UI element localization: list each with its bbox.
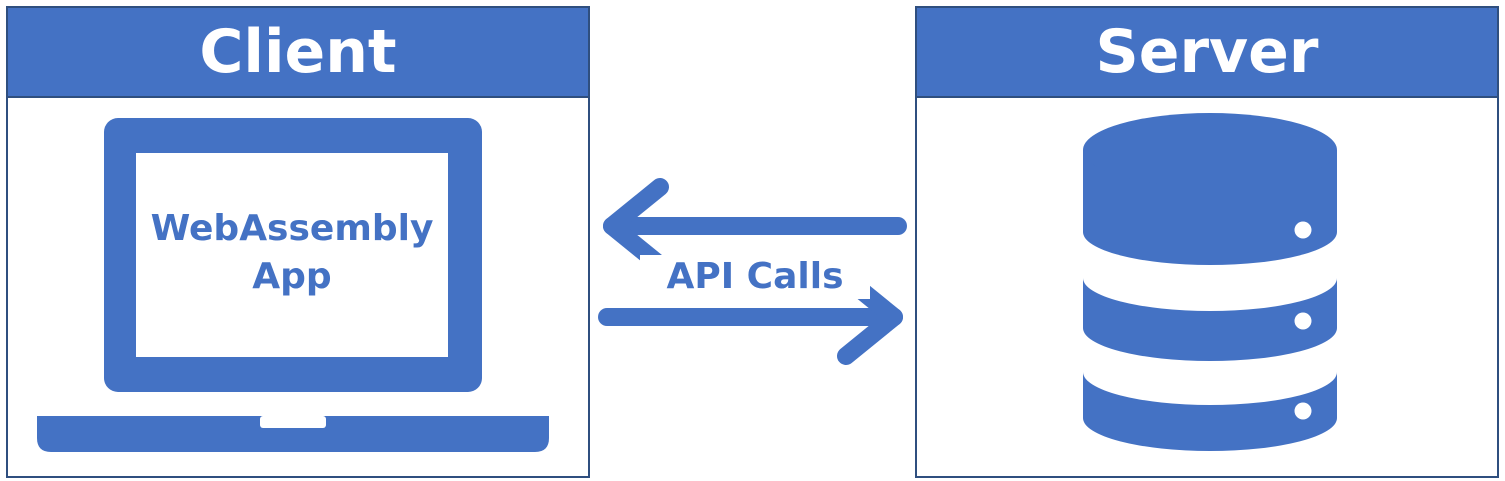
- app-label-line2: App: [252, 256, 332, 297]
- laptop-icon: [37, 118, 549, 452]
- server-title: Server: [1095, 17, 1319, 87]
- arrow-left-icon: [603, 178, 907, 274]
- server-header: Server: [917, 8, 1497, 98]
- client-title: Client: [199, 17, 397, 87]
- client-panel: Client: [6, 6, 590, 478]
- database-icon: [1083, 113, 1337, 451]
- app-label: WebAssembly App: [136, 205, 448, 301]
- server-panel: Server: [915, 6, 1499, 478]
- api-calls-label: API Calls: [640, 255, 870, 299]
- client-header: Client: [8, 8, 588, 98]
- app-label-line1: WebAssembly: [150, 208, 434, 249]
